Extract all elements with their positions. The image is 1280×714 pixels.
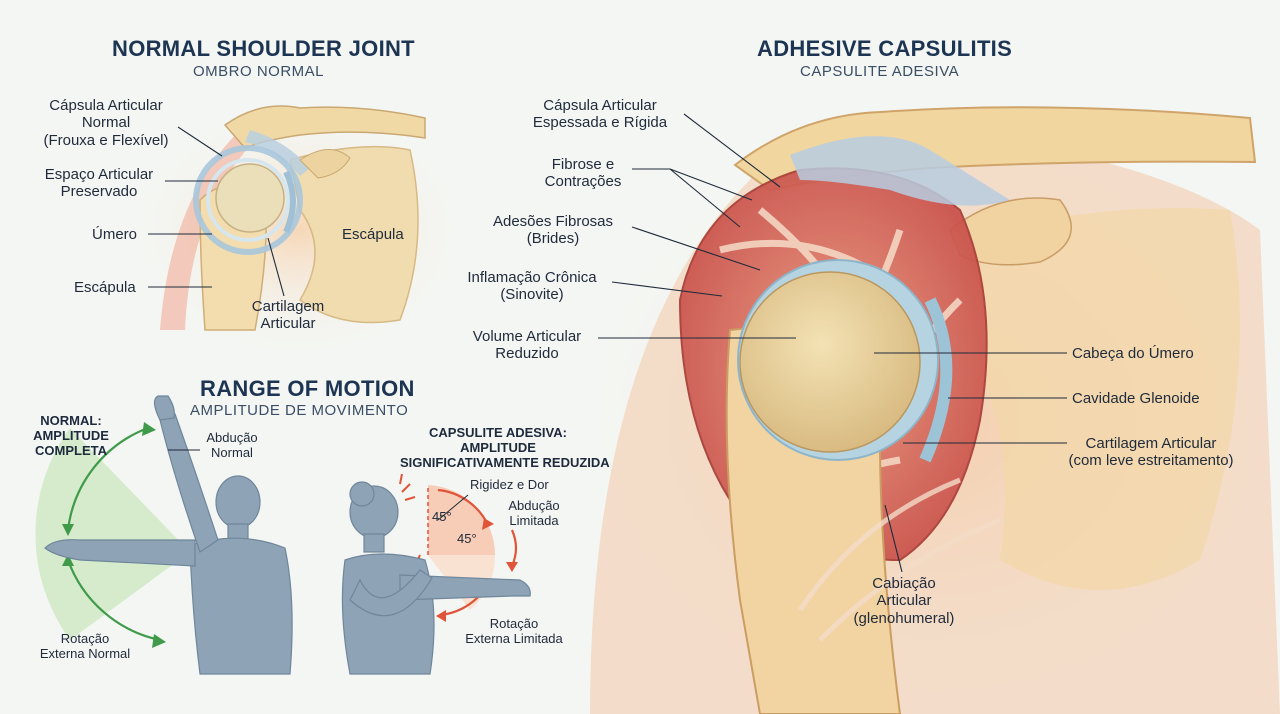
angle-bottom: 45° — [457, 531, 477, 546]
label-scapula-right: Escápula — [342, 226, 404, 243]
adhesive-joint-illustration — [570, 106, 1280, 714]
label-abduction-limited: Abdução Limitada — [508, 498, 560, 528]
normal-rom-sector — [35, 428, 190, 640]
label-reduced-volume: Volume Articular Reduzido — [472, 328, 582, 363]
adhesive-subtitle: CAPSULITE ADESIVA — [800, 63, 960, 80]
normal-humeral-head — [215, 163, 285, 233]
glenoid-cavity — [919, 297, 953, 463]
label-adhesions: Adesões Fibrosas (Brides) — [492, 213, 614, 248]
normal-rom-heading: NORMAL: AMPLITUDE COMPLETA — [33, 413, 109, 458]
label-rotation-limited: Rotação Externa Limitada — [465, 616, 563, 646]
label-thickened-capsule: Cápsula Articular Espessada e Rígida — [532, 97, 668, 132]
label-joint-space: Espaço Articular Preservado — [44, 166, 154, 201]
label-stiffness: Rigidez e Dor — [470, 477, 549, 492]
normal-joint-illustration — [130, 100, 470, 360]
label-normal-cartilage: Cartilagem Articular — [251, 298, 325, 333]
adhesive-title: ADHESIVE CAPSULITIS — [757, 36, 1013, 61]
normal-scapula-shape — [289, 145, 419, 324]
normal-abduction-arc — [66, 426, 149, 531]
rom-title: RANGE OF MOTION — [200, 376, 415, 401]
rom-adhesive-illustration — [341, 473, 531, 675]
label-fibrosis: Fibrose e Contrações — [544, 156, 622, 191]
normal-figure — [44, 395, 293, 675]
label-humeral-head: Cabeça do Úmero — [1072, 345, 1194, 362]
humeral-head — [739, 271, 921, 453]
label-humerus: Úmero — [92, 226, 138, 243]
label-glenoid: Cavidade Glenoide — [1072, 390, 1200, 407]
label-capsule-bottom: Cabiação Articular (glenohumeral) — [853, 575, 955, 627]
label-normal-capsule: Cápsula Articular Normal (Frouxa e Flexí… — [43, 97, 169, 149]
label-rotation-normal: Rotação Externa Normal — [39, 631, 131, 661]
label-abduction-normal: Abdução Normal — [206, 430, 258, 460]
rom-subtitle: AMPLITUDE DE MOVIMENTO — [190, 402, 409, 419]
adhesive-scapula-shape — [960, 208, 1240, 590]
limited-rom-sector — [428, 485, 496, 555]
normal-subtitle: OMBRO NORMAL — [193, 63, 325, 80]
label-scapula-left: Escápula — [74, 279, 136, 296]
label-adhesive-cartilage: Cartilagem Articular (com leve estreitam… — [1068, 435, 1234, 470]
normal-rotation-arc — [66, 559, 161, 642]
label-inflammation: Inflamação Crônica (Sinovite) — [467, 269, 597, 304]
normal-acromion-shape — [223, 105, 426, 149]
adhesive-rom-heading: CAPSULITE ADESIVA: AMPLITUDE SIGNIFICATI… — [400, 425, 610, 470]
rom-normal-illustration — [35, 395, 293, 675]
angle-top: 45° — [432, 509, 452, 524]
limited-figure — [341, 481, 531, 675]
normal-title: NORMAL SHOULDER JOINT — [112, 36, 415, 61]
